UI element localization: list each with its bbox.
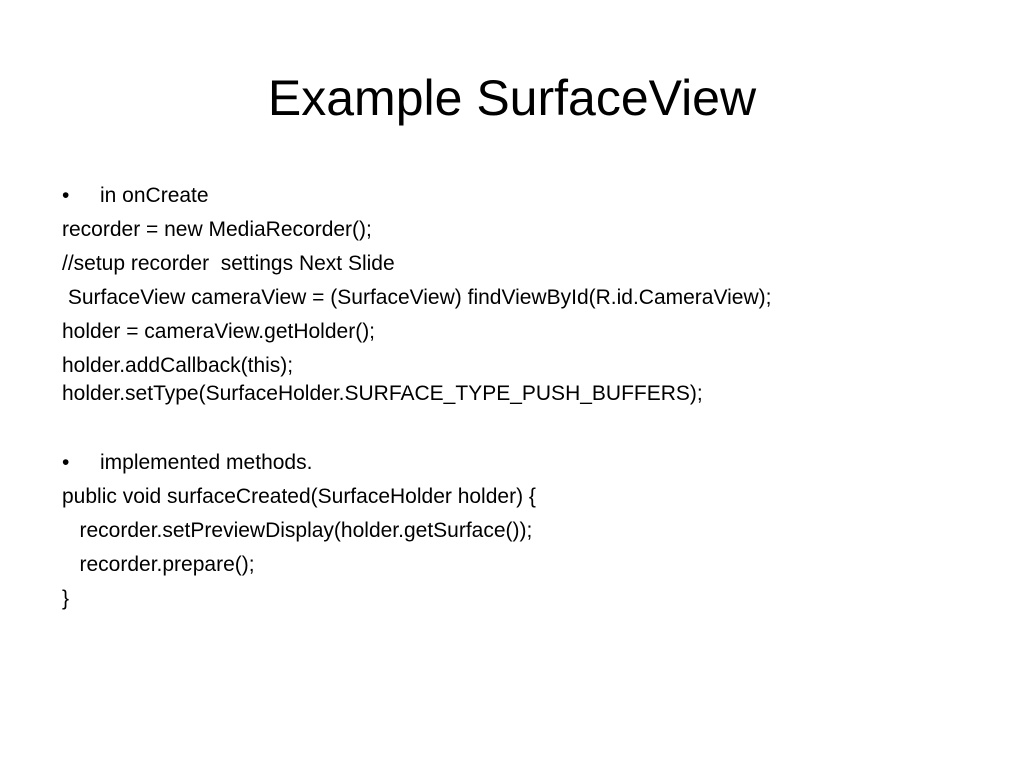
bullet-text: in onCreate bbox=[100, 184, 209, 207]
bullet-icon: • bbox=[62, 451, 70, 474]
bullet-icon: • bbox=[62, 184, 70, 207]
code-line: recorder.setPreviewDisplay(holder.getSur… bbox=[62, 519, 533, 542]
code-line: recorder.prepare(); bbox=[62, 553, 255, 576]
code-line: recorder = new MediaRecorder(); bbox=[62, 218, 372, 241]
code-line: SurfaceView cameraView = (SurfaceView) f… bbox=[62, 286, 772, 309]
code-line: } bbox=[62, 587, 70, 610]
bullet-text: implemented methods. bbox=[100, 451, 313, 474]
code-line: holder.addCallback(this); bbox=[62, 354, 294, 377]
bullet-item: • in onCreate bbox=[62, 181, 209, 211]
slide-title: Example SurfaceView bbox=[267, 70, 757, 126]
code-line: holder.setType(SurfaceHolder.SURFACE_TYP… bbox=[62, 382, 703, 405]
code-line: public void surfaceCreated(SurfaceHolder… bbox=[62, 485, 536, 508]
bullet-item: • implemented methods. bbox=[62, 448, 312, 478]
code-line: //setup recorder settings Next Slide bbox=[62, 252, 395, 275]
code-line: holder = cameraView.getHolder(); bbox=[62, 320, 376, 343]
